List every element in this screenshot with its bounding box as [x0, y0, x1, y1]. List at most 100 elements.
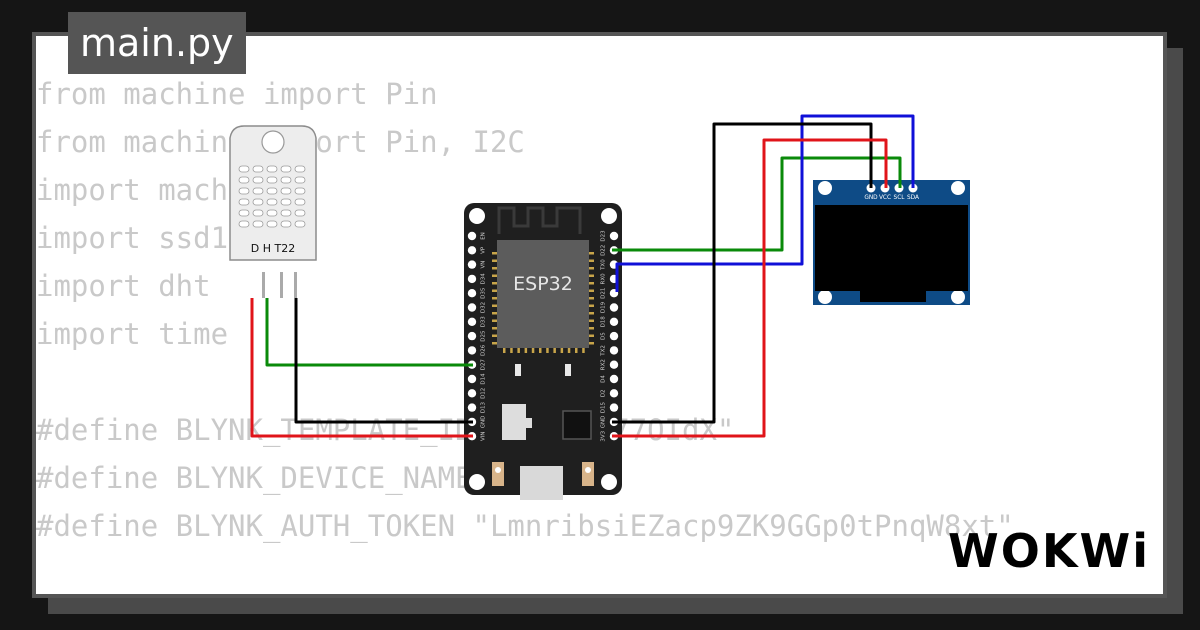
pin-label: D12	[481, 388, 487, 399]
module-pad	[582, 348, 585, 353]
pin-label: VP	[481, 246, 487, 254]
wokwi-logo: WOKWi	[948, 524, 1150, 578]
pin-label: D21	[601, 288, 607, 299]
dht-pin	[294, 272, 297, 298]
code-line: import dht	[36, 269, 211, 303]
mount-hole	[818, 181, 832, 195]
module-pad	[492, 304, 497, 307]
pin-label: GND	[601, 416, 607, 429]
dht-vent-slot	[238, 209, 250, 217]
module-pad	[589, 297, 594, 300]
module-pad	[492, 312, 497, 315]
header-pin[interactable]	[467, 403, 477, 412]
esp32-left-pins: ENVPVND34D35D32D33D25D26D27D14D12D13GNDV…	[467, 231, 487, 441]
voltage-regulator	[502, 404, 526, 440]
reset-button[interactable]	[582, 462, 594, 486]
header-pin[interactable]	[467, 289, 477, 298]
module-pad	[589, 304, 594, 307]
wire-dht-vcc	[250, 298, 473, 438]
oled-pin-label: GND	[864, 195, 878, 201]
header-pin[interactable]	[467, 317, 477, 326]
module-pad	[589, 342, 594, 345]
header-pin[interactable]	[609, 231, 619, 241]
pin-label: GND	[481, 416, 487, 429]
dht-vent-slot	[238, 220, 250, 228]
dht-vent-slot	[294, 187, 306, 195]
pin-label: D2	[601, 389, 607, 397]
dht-vent-slot	[238, 176, 250, 184]
module-pad	[539, 348, 542, 353]
pin-label: D25	[481, 330, 487, 342]
dht-vent-slot	[266, 220, 278, 228]
pin-label: D23	[601, 230, 607, 242]
module-pad	[492, 252, 497, 255]
header-pin[interactable]	[609, 403, 619, 412]
header-pin[interactable]	[609, 346, 619, 355]
dht-mount-hole	[261, 130, 285, 154]
pin-label: EN	[481, 232, 487, 240]
mount-hole	[469, 208, 485, 224]
module-pad	[546, 348, 549, 353]
pin-label: D18	[601, 316, 607, 328]
dht-vent-slot	[294, 176, 306, 184]
file-tab[interactable]: main.py	[68, 12, 246, 74]
pin-label: D26	[481, 344, 487, 356]
header-pin[interactable]	[467, 346, 477, 355]
wire-oled-scl	[612, 156, 902, 252]
header-pin[interactable]	[609, 317, 619, 326]
dht-vent-slot	[280, 209, 292, 217]
esp32-board[interactable]: ESP32 ENVPVND34D35D32D33D25D26D27D14D12D…	[464, 203, 622, 500]
boot-button[interactable]	[492, 462, 504, 486]
header-pin[interactable]	[609, 360, 619, 369]
header-pin[interactable]	[609, 389, 619, 398]
oled-screen	[815, 205, 968, 291]
usb-port	[520, 466, 563, 500]
header-pin[interactable]	[609, 331, 619, 341]
mount-hole	[818, 290, 832, 304]
header-pin[interactable]	[467, 303, 477, 312]
module-pad	[589, 334, 594, 337]
antenna-trace	[497, 206, 582, 234]
header-pin[interactable]	[467, 389, 477, 398]
dht-pin	[262, 272, 265, 298]
dht-vent-slot	[280, 187, 292, 195]
wire-oled-vcc	[612, 138, 888, 438]
module-pad	[589, 274, 594, 277]
header-pin[interactable]	[467, 374, 477, 384]
mount-hole	[601, 474, 617, 490]
module-pad	[589, 289, 594, 292]
module-pads	[492, 252, 594, 353]
header-pin[interactable]	[467, 246, 477, 255]
dht-vent-slot	[252, 220, 264, 228]
mount-hole	[951, 290, 965, 304]
pin-label: VN	[481, 261, 487, 269]
pin-label: TX0	[601, 259, 607, 271]
module-pad	[492, 327, 497, 330]
module-pad	[553, 348, 556, 353]
pin-label: D32	[481, 302, 487, 313]
module-pad	[589, 319, 594, 322]
module-pad	[589, 259, 594, 262]
dht-vent-slot	[280, 176, 292, 184]
header-pin[interactable]	[609, 303, 619, 312]
oled-pin-label: VCC	[879, 195, 891, 201]
header-pin[interactable]	[467, 231, 477, 241]
pin-label: TX2	[601, 345, 607, 357]
esp32-label: ESP32	[513, 273, 573, 295]
esp32-module	[497, 240, 589, 348]
code-line: import time	[36, 317, 229, 351]
dht-vent-slot	[266, 165, 278, 173]
smd-component	[565, 364, 571, 376]
code-line: #define BLYNK_AUTH_TOKEN "LmnribsiEZacp9…	[36, 509, 1014, 543]
module-pad	[492, 274, 497, 277]
header-pin[interactable]	[467, 331, 477, 341]
header-pin[interactable]	[609, 374, 619, 384]
dht-vent-grid	[238, 165, 306, 228]
dht-vent-slot	[294, 165, 306, 173]
header-pin[interactable]	[467, 274, 477, 284]
pin-label: D5	[601, 332, 607, 340]
header-pin[interactable]	[467, 260, 477, 269]
dht22-sensor[interactable]: D H T22	[229, 125, 317, 298]
dht-vent-slot	[252, 176, 264, 184]
